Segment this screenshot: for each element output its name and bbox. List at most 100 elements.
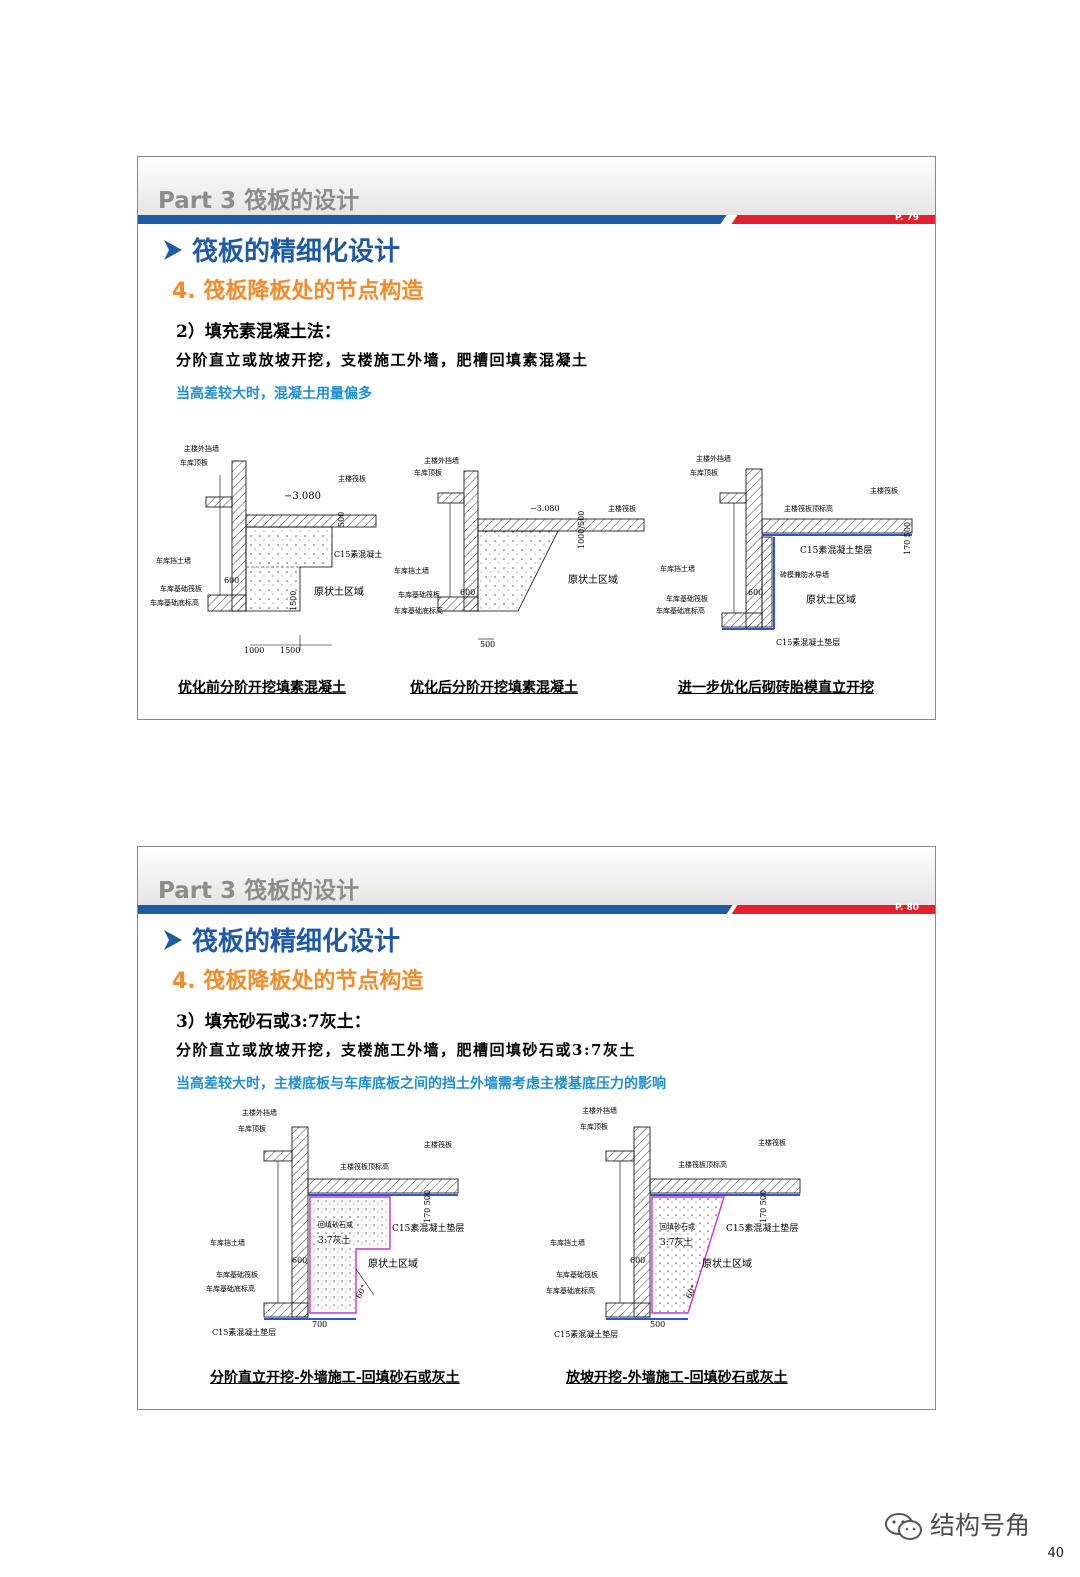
diagram-before-optimization: 主楼外挡墙 车库顶板 主楼筏板 −3.080 500 C15素混凝土 车库挡土墙… [150,444,382,655]
header-band [138,905,935,914]
heading-text: 筏板的精细化设计 [192,237,401,267]
label-dim-600: 600 [748,588,763,597]
label-c15-bottom: C15素混凝土垫层 [554,1329,618,1339]
label-fill-2: 3:7灰土 [660,1236,693,1248]
label-foundation-elevation: 车库基础底标高 [546,1286,595,1295]
caption-diagram-1: 优化前分阶开挖填素混凝土 [178,680,346,696]
label-dim-1500-vertical: 1500 [289,591,298,611]
label-dim-top: 170 500 [903,522,912,555]
label-foundation-raft: 车库基础筏板 [666,594,708,603]
label-fill: 回填砂石或 [318,1220,353,1229]
heading-text: 筏板的精细化设计 [192,927,401,957]
wechat-icon [885,1513,922,1540]
label-foundation-elevation: 车库基础底标高 [206,1284,255,1293]
method-description: 分阶直立或放坡开挖，支楼施工外墙，肥槽回填砂石或3:7灰土 [176,1041,636,1059]
label-retaining-wall: 车库挡土墙 [550,1238,585,1247]
label-foundation-elevation: 车库基础底标高 [394,606,443,615]
label-retaining-wall: 车库挡土墙 [394,566,429,575]
method-note: 当高差较大时，混凝土用量偏多 [176,386,372,402]
label-c15-bottom: C15素混凝土垫层 [212,1327,276,1337]
label-c15: C15素混凝土垫层 [800,544,872,556]
method-note: 当高差较大时，主楼底板与车库底板之间的挡土外墙需考虑主楼基底压力的影响 [176,1076,666,1092]
label-dim-500: 500 [480,640,495,649]
label-dim-top: 500 [337,512,346,527]
slide-page-number: P. 79 [894,213,919,223]
caption-diagram-5: 放坡开挖-外墙施工-回填砂石或灰土 [566,1370,788,1386]
label-c15: C15素混凝土 [334,549,382,559]
label-elevation: −3.080 [284,491,321,502]
watermark-text: 结构号角 [930,1511,1031,1540]
label-roof: 车库顶板 [690,468,718,477]
label-foundation-elevation: 车库基础底标高 [150,598,199,607]
label-dim-top: 170 500 [759,1190,768,1223]
label-retaining-wall: 车库挡土墙 [660,564,695,573]
label-dim-1500-horizontal: 1500 [280,646,300,655]
slide-subheading: 4. 筏板降板处的节点构造 [172,279,424,304]
part-title: Part 3 筏板的设计 [158,188,360,214]
slide-p79: Part 3 筏板的设计 P. 79 筏板的精细化设计 4. 筏板降板处的节点构… [137,156,936,720]
label-raft: 主楼筏板 [870,486,898,495]
label-wall-top: 主楼外挡墙 [242,1108,277,1117]
label-raft-top-elevation: 主楼筏板顶标高 [784,504,833,513]
label-soil: 原状土区域 [806,593,856,606]
method-description: 分阶直立或放坡开挖，支楼施工外墙，肥槽回填素混凝土 [176,351,589,369]
label-soil: 原状土区域 [314,585,364,598]
slide-header: Part 3 筏板的设计 [138,157,935,217]
diagram-further-optimization: 主楼外挡墙 车库顶板 主楼筏板 主楼筏板顶标高 170 500 C15素混凝土垫… [656,454,913,647]
label-wall-top: 主楼外挡墙 [582,1106,617,1115]
label-raft-top-elevation: 主楼筏板顶标高 [678,1160,727,1169]
label-roof: 车库顶板 [180,458,208,467]
arrow-bullet-icon [164,237,182,267]
label-raft-top-elevation: 主楼筏板顶标高 [340,1162,389,1171]
slide-subheading: 4. 筏板降板处的节点构造 [172,969,424,994]
label-dim-700: 700 [312,1320,327,1329]
label-soil: 原状土区域 [702,1257,752,1270]
caption-diagram-3: 进一步优化后砌砖胎模直立开挖 [678,680,874,696]
label-dim-600: 600 [292,1256,307,1265]
label-raft: 主楼筏板 [608,504,636,513]
slide-p80: Part 3 筏板的设计 P. 80 筏板的精细化设计 4. 筏板降板处的节点构… [137,846,936,1410]
label-foundation-raft: 车库基础筏板 [160,584,202,593]
label-foundation-elevation: 车库基础底标高 [656,606,705,615]
method-title: 2）填充素混凝土法： [176,322,341,342]
slide-heading: 筏板的精细化设计 [164,921,400,958]
label-foundation-raft: 车库基础筏板 [556,1270,598,1279]
label-dim-600: 600 [460,588,475,597]
diagram-stepped-excavation-backfill: 主楼外挡墙 车库顶板 主楼筏板 主楼筏板顶标高 170 500 回填砂石或 3:… [206,1108,464,1337]
label-foundation-raft: 车库基础筏板 [216,1270,258,1279]
arrow-bullet-icon [164,927,182,957]
label-c15: C15素混凝土垫层 [726,1222,798,1234]
label-roof: 车库顶板 [580,1122,608,1131]
label-wall-top: 主楼外挡墙 [184,444,219,453]
label-wall-top: 主楼外挡墙 [696,454,731,463]
label-dim-600: 600 [224,576,239,585]
slide-header: Part 3 筏板的设计 [138,847,935,907]
caption-diagram-2: 优化后分阶开挖填素混凝土 [410,680,578,696]
slide-heading: 筏板的精细化设计 [164,231,400,268]
label-dim-500: 500 [650,1320,665,1329]
label-dim-top: 1000/500 [577,511,586,549]
label-dim-1000: 1000 [244,646,264,655]
label-roof: 车库顶板 [414,468,442,477]
label-raft: 主楼筏板 [338,474,366,483]
label-c15-bottom: C15素混凝土垫层 [776,637,840,647]
header-band [138,215,935,224]
method-title: 3）填充砂石或3:7灰土： [176,1012,371,1032]
label-fill: 回填砂石或 [660,1222,695,1231]
label-c15: C15素混凝土垫层 [392,1222,464,1234]
label-soil: 原状土区域 [568,573,618,586]
diagram-after-optimization: 主楼外挡墙 车库顶板 主楼筏板 −3.080 1000/500 车库挡土墙 车库… [394,456,645,649]
label-dim-600: 600 [630,1256,645,1265]
label-soil: 原状土区域 [368,1257,418,1270]
label-retaining-wall: 车库挡土墙 [156,556,191,565]
label-elevation: −3.080 [530,504,560,513]
label-waterproof-wall: 砖模兼防水导墙 [780,570,829,579]
watermark: 结构号角 [884,1506,1030,1542]
diagram-sloped-excavation-backfill: 主楼外挡墙 车库顶板 主楼筏板 主楼筏板顶标高 170 500 回填砂石或 3:… [546,1106,801,1339]
label-retaining-wall: 车库挡土墙 [210,1238,245,1247]
label-raft: 主楼筏板 [424,1140,452,1149]
label-foundation-raft: 车库基础筏板 [398,590,440,599]
part-title: Part 3 筏板的设计 [158,878,360,904]
document-page-number: 40 [1047,1546,1064,1561]
label-raft: 主楼筏板 [758,1138,786,1147]
